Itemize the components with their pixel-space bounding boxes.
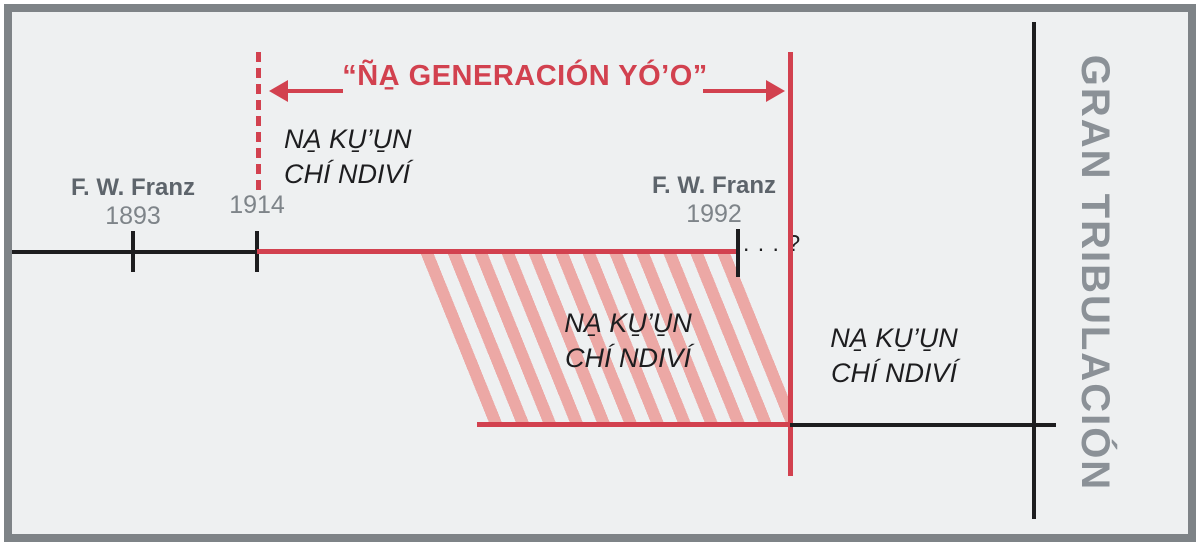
anointed-label-overlap: NA̱ KU̱’U̱N CHÍ NDIVÍ: [528, 306, 728, 376]
franz-death-year: 1992: [686, 200, 742, 228]
generation-end-line: [788, 52, 793, 476]
generation-title: “ÑA̱ GENERACIÓN YÓ’O”: [342, 60, 708, 92]
franz-death-label: F. W. Franz 1992: [634, 172, 794, 229]
tick-1992: [736, 229, 740, 277]
arrow-line-right: [703, 89, 768, 93]
main-timeline-line: [12, 250, 258, 254]
overlap-bottom-line: [477, 422, 793, 427]
year-1914-dashed-line: [256, 52, 261, 192]
year-1914-label: 1914: [229, 191, 285, 219]
anointed-label-future-line1: NA̱ KU̱’U̱N: [830, 323, 958, 353]
tribulation-label: GRAN TRIBULACIÓN: [1073, 54, 1117, 492]
franz-birth-name: F. W. Franz: [70, 174, 195, 201]
anointed-label-overlap-line2: CHÍ NDIVÍ: [564, 343, 691, 373]
franz-birth-year: 1893: [105, 202, 161, 230]
arrow-right-icon: [766, 80, 785, 102]
anointed-label-overlap-line1: NA̱ KU̱’U̱N: [564, 308, 692, 338]
franz-birth-label: F. W. Franz 1893: [53, 174, 213, 231]
arrow-line-left: [287, 89, 343, 93]
franz-death-name: F. W. Franz: [651, 172, 776, 199]
generation-red-segment: [257, 249, 739, 254]
future-timeline-line: [790, 423, 1056, 427]
anointed-label-future-line2: CHÍ NDIVÍ: [830, 358, 957, 388]
tick-1893: [131, 231, 135, 272]
anointed-label-future: NA̱ KU̱’U̱N CHÍ NDIVÍ: [812, 321, 976, 391]
anointed-label-1914-line1: NA̱ KU̱’U̱N: [284, 124, 412, 154]
anointed-label-1914-line2: CHÍ NDIVÍ: [284, 159, 411, 189]
tribulation-line: [1032, 22, 1036, 519]
anointed-label-1914: NA̱ KU̱’U̱N CHÍ NDIVÍ: [284, 122, 412, 192]
arrow-left-icon: [269, 80, 288, 102]
